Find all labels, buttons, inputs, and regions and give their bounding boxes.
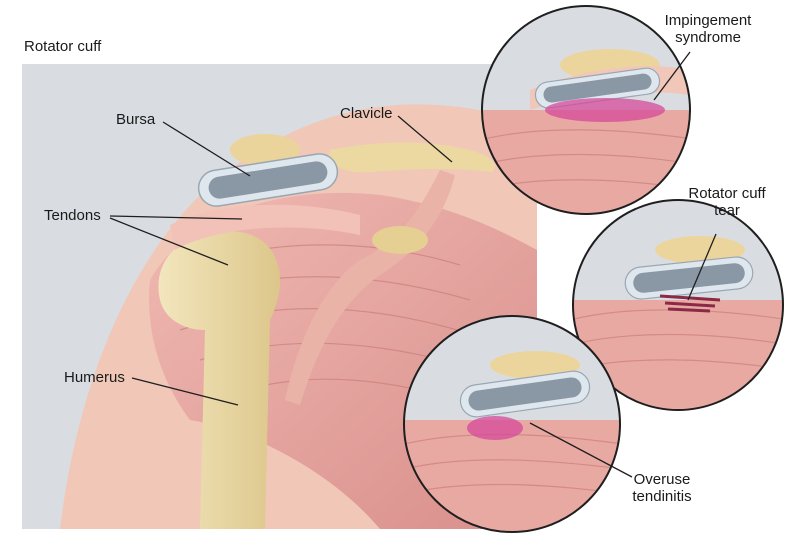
label-overuse-tendinitis: Overuse tendinitis — [612, 471, 712, 505]
leader-tear — [687, 233, 717, 301]
label-impingement-line2: syndrome — [675, 29, 741, 46]
diagram-title: Rotator cuff — [24, 38, 102, 55]
label-tendons: Tendons — [44, 207, 101, 224]
leader-tendons-1 — [109, 215, 243, 220]
leader-impingement — [653, 51, 691, 101]
leader-bursa — [162, 121, 251, 177]
label-overuse-line1: Overuse — [633, 471, 691, 488]
label-tear-line1: Rotator cuff — [688, 185, 766, 202]
label-humerus: Humerus — [64, 369, 125, 386]
label-bursa: Bursa — [116, 111, 156, 128]
label-tear-line2: tear — [714, 202, 740, 219]
clavicle-bone — [329, 142, 495, 173]
leader-tendons-2 — [109, 217, 229, 266]
leader-overuse — [529, 422, 633, 478]
label-clavicle: Clavicle — [340, 105, 393, 122]
label-overuse-line2: tendinitis — [632, 488, 692, 505]
humerus-bone — [158, 230, 280, 529]
inset-overuse-tendinitis — [403, 315, 621, 533]
leader-clavicle — [397, 115, 453, 163]
label-impingement-syndrome: Impingement syndrome — [648, 12, 768, 46]
label-impingement-line1: Impingement — [664, 12, 752, 29]
label-rotator-cuff-tear: Rotator cuff tear — [672, 185, 782, 219]
leader-humerus — [131, 377, 239, 406]
